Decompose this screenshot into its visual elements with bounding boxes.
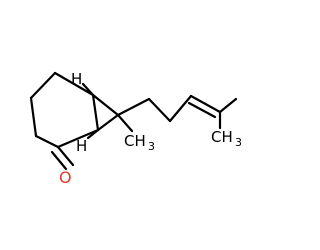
methyl-carbon-label: CH: [124, 132, 146, 150]
structure-canvas: H H CH 3 CH 3 O: [29, 70, 242, 187]
bond-co-1: [56, 145, 75, 167]
bond-terminal-top: [218, 97, 238, 114]
bond-chain-1: [116, 97, 151, 117]
bond-h-top: [81, 82, 95, 97]
terminal-methyl-label: CH: [211, 128, 233, 146]
terminal-methyl-subscript: 3: [235, 136, 242, 149]
hydrogen-bottom-label: H: [76, 137, 87, 155]
molecule-structure: H H CH 3 CH 3 O: [29, 70, 242, 187]
bond-carbonyl-bridge: [56, 128, 100, 149]
bond-methyl: [116, 113, 134, 133]
bond-co-2: [50, 150, 68, 171]
methyl-subscript-label: 3: [148, 140, 155, 153]
bond-cp-top: [91, 93, 120, 117]
oxygen-label: O: [59, 168, 72, 187]
bond-h-bottom: [86, 128, 100, 140]
bond-ring-upper: [53, 71, 95, 97]
bond-bridgehead: [91, 93, 100, 132]
bond-alkene-1: [189, 94, 222, 114]
bond-ring-left: [29, 96, 38, 138]
bond-cp-bottom: [96, 113, 120, 132]
bond-alkene-2: [187, 101, 217, 119]
bond-carbonyl-ring: [34, 134, 60, 149]
hydrogen-top-label: H: [71, 70, 82, 88]
bond-chain-2: [147, 97, 172, 123]
bond-ring-top: [29, 71, 57, 100]
bond-chain-3: [168, 94, 193, 123]
